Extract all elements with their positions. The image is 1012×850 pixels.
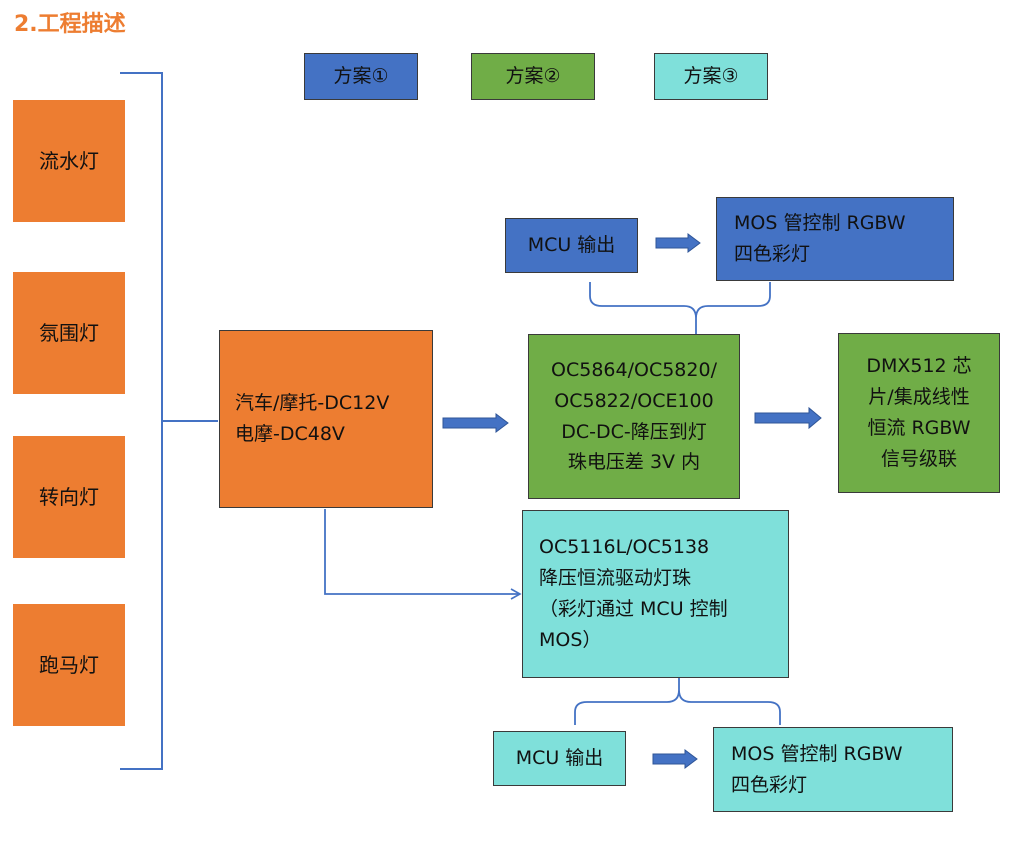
plan1-mcu-box: MCU 输出: [505, 218, 638, 273]
light-type-ambient-label: 氛围灯: [39, 320, 99, 345]
plan3-mos-line2: 四色彩灯: [731, 773, 808, 796]
legend-plan2-label: 方案②: [505, 65, 561, 88]
arrow-plan3-mcu-to-mos: [652, 749, 698, 769]
plan3-mcu-label: MCU 输出: [515, 747, 604, 770]
legend-plan1-label: 方案①: [333, 65, 389, 88]
arrow-power-to-plan2: [442, 413, 509, 433]
legend-plan1: 方案①: [304, 53, 418, 100]
legend-plan2: 方案②: [471, 53, 595, 100]
plan3-chip-line3: （彩灯通过 MCU 控制: [539, 598, 728, 620]
plan3-chip-box: OC5116L/OC5138 降压恒流驱动灯珠 （彩灯通过 MCU 控制 MOS…: [522, 510, 789, 678]
plan1-mos-line1: MOS 管控制 RGBW: [734, 212, 906, 235]
light-type-turn-signal-label: 转向灯: [39, 484, 99, 509]
plan2-chip-box: OC5864/OC5820/ OC5822/OCE100 DC-DC-降压到灯 …: [528, 334, 740, 499]
plan2-chip-line1: OC5864/OC5820/: [551, 358, 717, 381]
plan1-mos-line2: 四色彩灯: [734, 243, 811, 265]
plan2-output-box: DMX512 芯 片/集成线性 恒流 RGBW 信号级联: [838, 333, 1000, 493]
plan3-mos-box: MOS 管控制 RGBW 四色彩灯: [713, 727, 953, 812]
plan3-chip-line2: 降压恒流驱动灯珠: [539, 567, 692, 590]
plan2-chip-line2: OC5822/OCE100: [554, 389, 714, 412]
light-type-ambient: 氛围灯: [13, 272, 125, 394]
plan3-mcu-box: MCU 输出: [493, 731, 626, 786]
arrow-plan1-mcu-to-mos: [655, 233, 701, 253]
plan2-output-line4: 信号级联: [880, 447, 957, 470]
plan3-chip-line4: MOS）: [539, 628, 602, 651]
power-source-box: 汽车/摩托-DC12V 电摩-DC48V: [219, 330, 433, 508]
light-type-flowing: 流水灯: [13, 100, 125, 222]
light-type-chaser: 跑马灯: [13, 604, 125, 726]
legend-plan3-label: 方案③: [683, 65, 739, 88]
plan2-output-line1: DMX512 芯: [866, 355, 972, 378]
light-type-flowing-label: 流水灯: [39, 148, 99, 173]
plan1-mos-box: MOS 管控制 RGBW 四色彩灯: [716, 197, 954, 281]
section-heading: 2.工程描述: [14, 12, 126, 37]
plan1-mcu-label: MCU 输出: [527, 234, 616, 257]
light-type-chaser-label: 跑马灯: [39, 652, 99, 677]
arrow-plan2-to-output: [754, 406, 822, 430]
connector-power-to-plan3: [324, 509, 522, 600]
plan3-mos-line1: MOS 管控制 RGBW: [731, 742, 903, 765]
plan2-chip-line4: 珠电压差 3V 内: [567, 451, 701, 474]
power-source-line2: 电摩-DC48V: [235, 423, 345, 445]
light-type-turn-signal: 转向灯: [13, 436, 125, 558]
power-source-line1: 汽车/摩托-DC12V: [235, 392, 390, 415]
light-types-bracket: [120, 72, 163, 770]
legend-plan3: 方案③: [654, 53, 768, 100]
plan2-output-line3: 恒流 RGBW: [867, 417, 971, 439]
brace-plan3: [574, 689, 781, 725]
plan2-output-line2: 片/集成线性: [868, 386, 970, 409]
brace-plan1: [589, 282, 771, 319]
plan3-chip-line1: OC5116L/OC5138: [539, 536, 710, 559]
plan2-chip-line3: DC-DC-降压到灯: [561, 420, 707, 443]
